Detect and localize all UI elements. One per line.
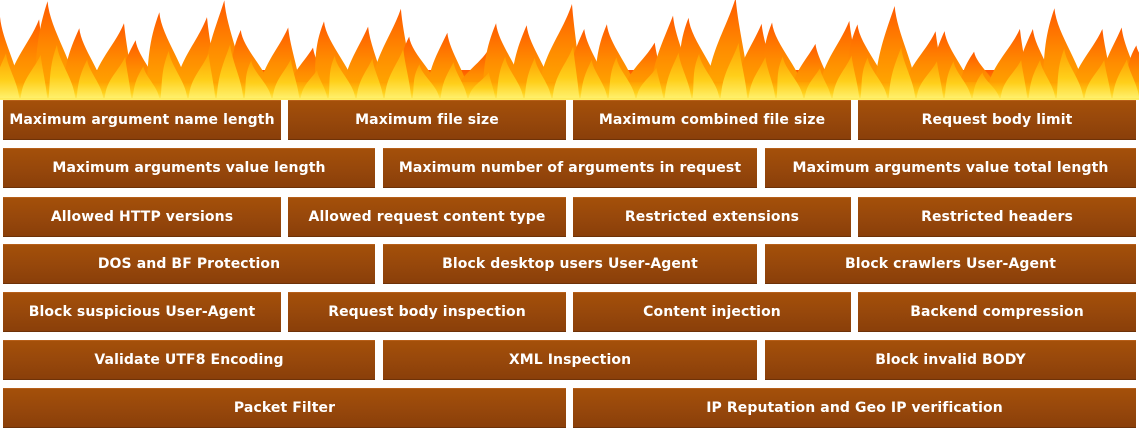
wall-brick: Block crawlers User-Agent — [765, 244, 1136, 284]
wall-brick: Restricted headers — [858, 197, 1136, 237]
wall-brick: Packet Filter — [3, 388, 566, 428]
wall-brick: Block invalid BODY — [765, 340, 1136, 380]
wall-brick: Backend compression — [858, 292, 1136, 332]
wall-brick: Maximum combined file size — [573, 100, 851, 140]
wall-brick: Maximum arguments value length — [3, 148, 375, 188]
wall-brick: IP Reputation and Geo IP verification — [573, 388, 1136, 428]
wall-brick: Request body limit — [858, 100, 1136, 140]
wall-brick: XML Inspection — [383, 340, 757, 380]
flames-icon — [0, 0, 1139, 100]
wall-brick: Validate UTF8 Encoding — [3, 340, 375, 380]
wall-brick: Maximum argument name length — [3, 100, 281, 140]
wall-brick: Maximum arguments value total length — [765, 148, 1136, 188]
wall-brick: Content injection — [573, 292, 851, 332]
wall-brick: Block suspicious User-Agent — [3, 292, 281, 332]
wall-brick: Maximum file size — [288, 100, 566, 140]
wall-brick: Allowed request content type — [288, 197, 566, 237]
wall-brick: Allowed HTTP versions — [3, 197, 281, 237]
wall-brick: Request body inspection — [288, 292, 566, 332]
wall-brick: Restricted extensions — [573, 197, 851, 237]
wall-brick: DOS and BF Protection — [3, 244, 375, 284]
wall-brick: Maximum number of arguments in request — [383, 148, 757, 188]
wall-brick: Block desktop users User-Agent — [383, 244, 757, 284]
